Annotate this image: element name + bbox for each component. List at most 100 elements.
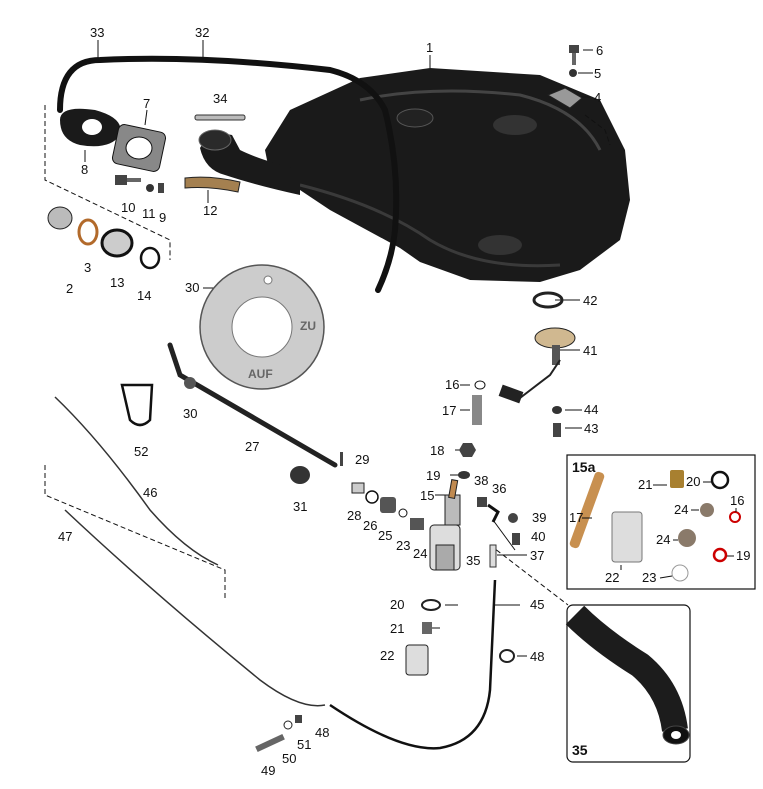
callout-41: 41	[583, 343, 597, 358]
sender-gasket	[532, 291, 564, 309]
inset-callout-23: 23	[642, 570, 656, 585]
hose-clamp	[139, 246, 161, 270]
bushing	[380, 497, 396, 513]
callout-38: 38	[474, 473, 488, 488]
nut-51	[295, 715, 302, 723]
filter-screen	[472, 395, 482, 425]
callout-15: 15	[420, 488, 434, 503]
callout-12: 12	[203, 203, 217, 218]
tap-washer	[477, 497, 487, 507]
inset-callout-16: 16	[730, 493, 744, 508]
filler-neck	[198, 129, 300, 195]
inset-callout-20: 20	[686, 474, 700, 489]
callout-20: 20	[390, 597, 404, 612]
callout-32: 32	[195, 25, 209, 40]
callout-42: 42	[583, 293, 597, 308]
washer	[569, 69, 577, 77]
fuel-line-rod	[54, 396, 219, 566]
inset-35-title: 35	[572, 742, 588, 758]
screw-43	[553, 423, 561, 437]
callout-5: 5	[594, 66, 601, 81]
callout-30-ferrule: 30	[183, 406, 197, 421]
callout-23: 23	[396, 538, 410, 553]
callout-3: 3	[84, 260, 91, 275]
washer-19	[458, 471, 470, 479]
callout-19: 19	[426, 468, 440, 483]
seal-20	[421, 599, 441, 611]
cap-ring: ZU AUF	[199, 264, 325, 390]
callout-45: 45	[530, 597, 544, 612]
cap-ring-word-zu: ZU	[300, 319, 316, 333]
callout-9: 9	[159, 210, 166, 225]
callout-10: 10	[121, 200, 135, 215]
inset-35: 35	[565, 604, 691, 763]
inset-callout-21: 21	[638, 477, 652, 492]
callout-24: 24	[413, 546, 427, 561]
screw-39	[508, 513, 518, 523]
cap-ring-word-auf: AUF	[248, 367, 273, 381]
callout-51: 51	[297, 737, 311, 752]
callout-31: 31	[293, 499, 307, 514]
callout-4: 4	[594, 90, 601, 105]
callout-39: 39	[532, 510, 546, 525]
callout-8: 8	[81, 162, 88, 177]
seal-ring	[365, 490, 379, 504]
inset-filter-cup	[670, 470, 684, 488]
lever	[487, 503, 500, 523]
callout-44: 44	[584, 402, 598, 417]
callout-25: 25	[378, 528, 392, 543]
callout-29: 29	[355, 452, 369, 467]
inset-callout-17: 17	[569, 510, 583, 525]
hose-sleeve	[184, 176, 241, 193]
clamp-ring	[100, 228, 134, 258]
callout-2: 2	[66, 281, 73, 296]
o-ring-16	[474, 380, 486, 390]
inset-callout-19: 19	[736, 548, 750, 563]
callout-30-ring: 30	[185, 280, 199, 295]
inset-15a: 15a 17 21 20 24 16 24 22 23 19	[566, 454, 756, 590]
callout-17: 17	[442, 403, 456, 418]
callout-21: 21	[390, 621, 404, 636]
filter-21	[422, 622, 432, 634]
callout-43: 43	[584, 421, 598, 436]
hose-connector	[489, 544, 497, 568]
tank-strap	[120, 383, 154, 427]
pin	[194, 114, 246, 121]
screw-40	[512, 533, 520, 545]
clip	[158, 183, 164, 193]
callout-37: 37	[530, 548, 544, 563]
callout-11: 11	[142, 206, 156, 221]
inset-ring	[671, 564, 689, 582]
small-pin	[340, 452, 343, 466]
plug	[351, 482, 365, 494]
callout-35: 35	[466, 553, 480, 568]
inset-bowl	[611, 511, 643, 563]
fuel-cap	[47, 206, 73, 230]
nut	[146, 184, 154, 192]
clip-48	[499, 649, 515, 663]
inset-callout-24-b: 24	[656, 532, 670, 547]
callout-52: 52	[134, 444, 148, 459]
callout-27: 27	[245, 439, 259, 454]
dashed-assembly-lines	[44, 105, 611, 606]
callout-18: 18	[430, 443, 444, 458]
inset-15a-title: 15a	[572, 459, 596, 475]
union-nut	[410, 518, 424, 530]
fuel-line	[329, 579, 497, 750]
washer-44	[552, 406, 562, 414]
sediment-bowl	[405, 644, 429, 676]
callout-1: 1	[426, 40, 433, 55]
pipe-ferrule	[184, 377, 196, 389]
fuel-tap	[429, 479, 461, 571]
vent-hose	[57, 55, 400, 293]
o-ring	[398, 508, 408, 518]
callout-48-clip: 48	[530, 649, 544, 664]
inset-disc-1	[700, 503, 714, 517]
callout-16: 16	[445, 377, 459, 392]
callout-48-rod: 48	[315, 725, 329, 740]
bolt	[569, 45, 579, 53]
callout-34: 34	[213, 91, 227, 106]
cap-gasket	[77, 218, 99, 246]
callout-13: 13	[110, 275, 124, 290]
